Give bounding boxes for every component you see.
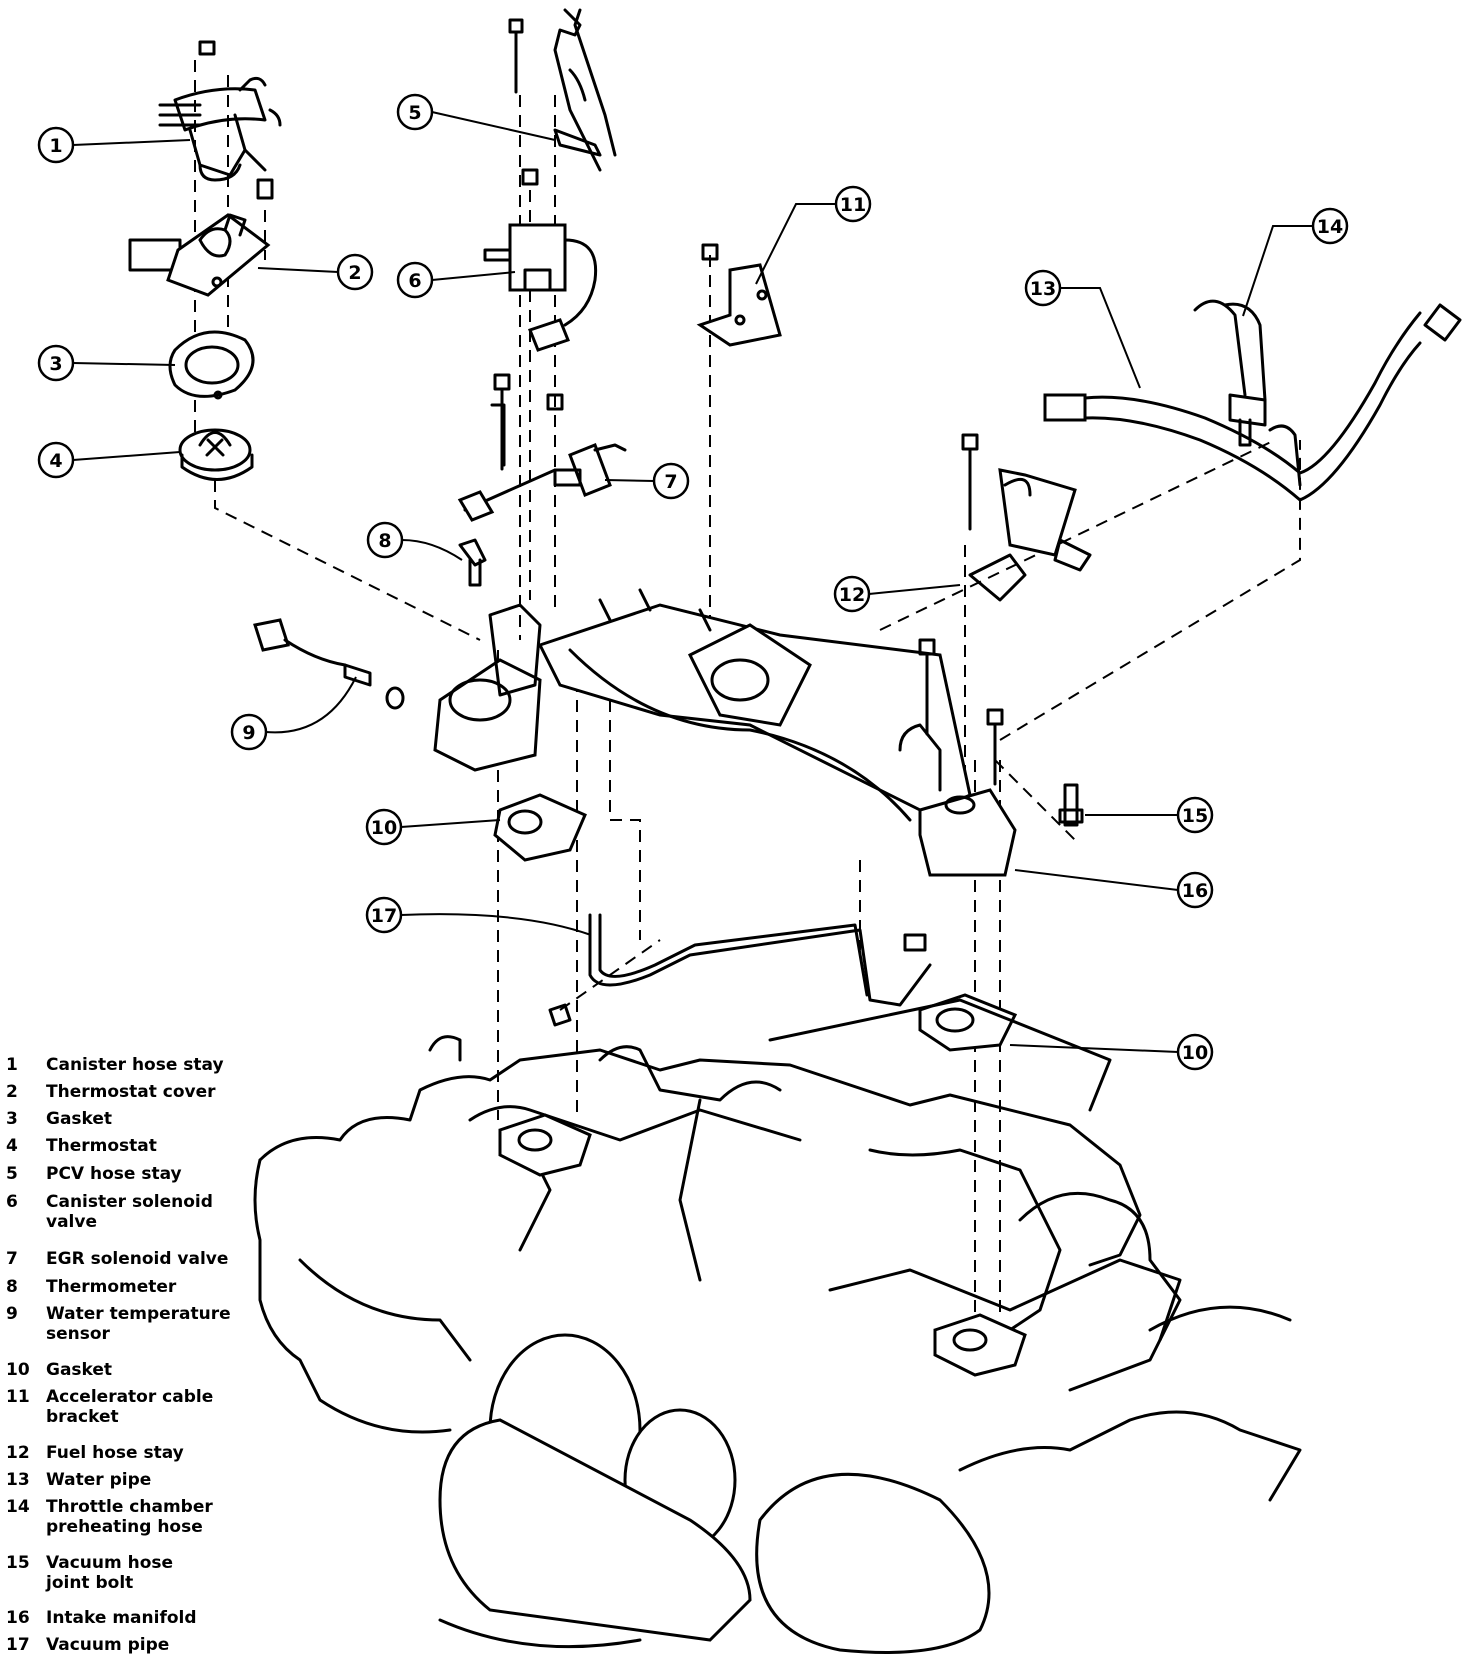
callout-11: 11 xyxy=(755,185,872,285)
callout-13: 13 xyxy=(1024,269,1141,389)
water-temperature-sensor xyxy=(253,618,405,710)
svg-text:10: 10 xyxy=(371,817,397,839)
svg-text:5: 5 xyxy=(408,102,421,124)
callout-6: 6 xyxy=(396,261,516,299)
fuel-hose-stay xyxy=(961,433,1092,602)
bolts xyxy=(493,373,1004,786)
vacuum-pipe xyxy=(548,913,932,1027)
callout-10b: 10 xyxy=(1009,1033,1214,1071)
svg-text:1: 1 xyxy=(49,135,62,157)
thermostat xyxy=(178,428,254,481)
gasket-10-lower xyxy=(918,993,1018,1052)
svg-text:6: 6 xyxy=(408,270,421,292)
thermostat-cover xyxy=(128,178,274,297)
svg-text:16: 16 xyxy=(1182,880,1208,902)
vacuum-hose-joint-bolt xyxy=(1058,783,1084,827)
canister-hose-stay xyxy=(158,40,282,182)
callout-15: 15 xyxy=(1085,796,1214,834)
svg-text:15: 15 xyxy=(1182,805,1208,827)
accelerator-cable-bracket xyxy=(696,243,782,347)
egr-solenoid-valve xyxy=(457,393,627,522)
throttle-chamber-preheating-hose xyxy=(1193,299,1267,447)
engine-block xyxy=(253,998,1302,1654)
svg-text:9: 9 xyxy=(242,722,255,744)
callout-5: 5 xyxy=(396,93,556,141)
callout-10a: 10 xyxy=(365,808,501,846)
svg-text:17: 17 xyxy=(371,905,397,927)
svg-text:10: 10 xyxy=(1182,1042,1208,1064)
svg-text:8: 8 xyxy=(378,530,391,552)
callout-8: 8 xyxy=(366,521,463,561)
callout-17: 17 xyxy=(365,896,592,936)
callout-4: 4 xyxy=(37,441,181,479)
intake-manifold xyxy=(433,588,1017,877)
callout-12: 12 xyxy=(833,575,961,613)
thermometer xyxy=(458,538,487,587)
callout-3: 3 xyxy=(37,344,176,382)
callout-2: 2 xyxy=(257,253,374,291)
svg-text:11: 11 xyxy=(840,194,866,216)
callout-7: 7 xyxy=(604,462,690,500)
svg-text:13: 13 xyxy=(1030,278,1056,300)
callout-14: 14 xyxy=(1242,207,1349,317)
svg-text:4: 4 xyxy=(49,450,62,472)
callout-9: 9 xyxy=(230,676,357,751)
callout-16: 16 xyxy=(1014,869,1214,909)
svg-text:3: 3 xyxy=(49,353,62,375)
water-pipe xyxy=(1043,303,1462,502)
svg-text:2: 2 xyxy=(348,262,361,284)
callouts: 1 2 3 4 5 6 7 8 9 10 11 12 13 14 15 16 1… xyxy=(37,93,1349,1071)
gasket-10-upper xyxy=(493,793,587,862)
svg-text:7: 7 xyxy=(664,471,677,493)
canister-solenoid-valve xyxy=(483,168,598,352)
pcv-hose-stay xyxy=(508,8,617,172)
gasket-3 xyxy=(168,330,255,400)
callout-1: 1 xyxy=(37,126,191,164)
svg-text:14: 14 xyxy=(1317,216,1343,238)
svg-text:12: 12 xyxy=(839,584,865,606)
